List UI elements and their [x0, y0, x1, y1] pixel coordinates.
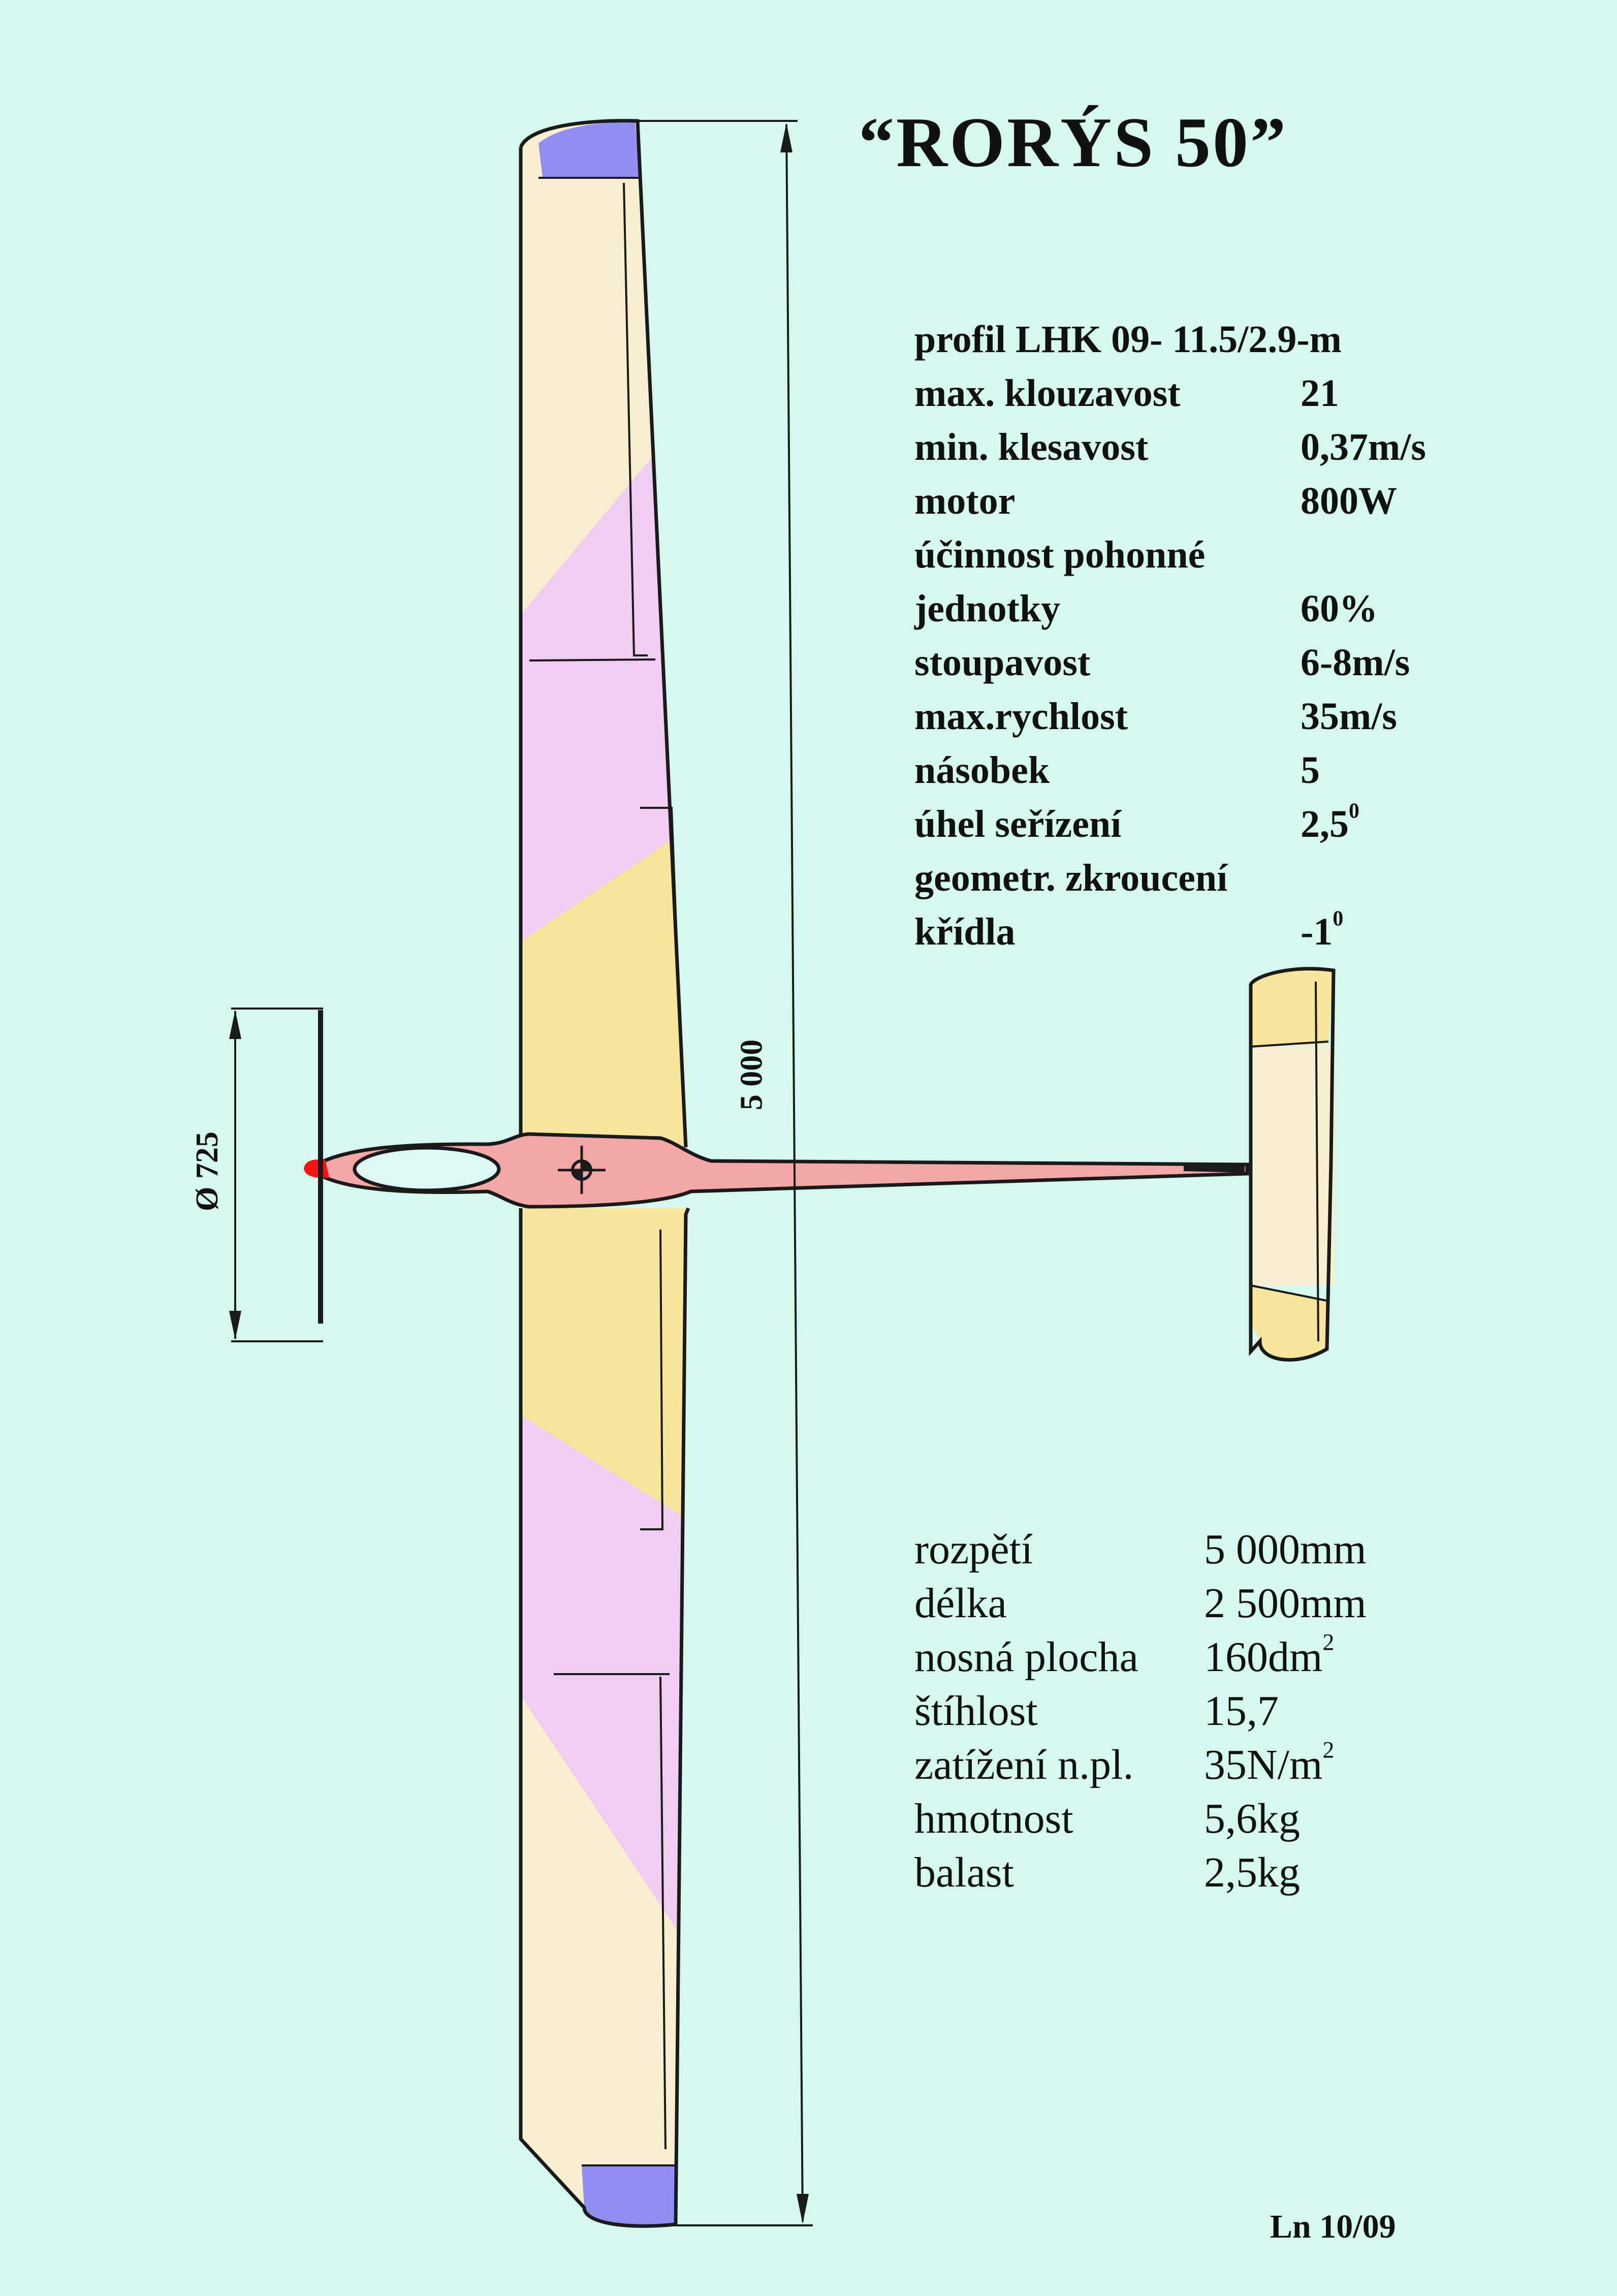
propeller-dimension	[229, 1008, 323, 1342]
dimension-value-text: 35N/m	[1204, 1741, 1323, 1788]
dimension-value: 160dm2	[1204, 1627, 1334, 1687]
spec-value-text: 800W	[1301, 480, 1397, 522]
dimension-row: balast 2,5kg	[914, 1842, 1488, 1896]
dimension-label: nosná plocha	[914, 1633, 1138, 1681]
spec-label: max.rychlost	[914, 695, 1128, 738]
spec-value-text: 0,37m/s	[1301, 426, 1426, 468]
spec-value-text: -1	[1301, 910, 1333, 953]
spec-value: 5	[1301, 743, 1320, 797]
wing-upper	[519, 119, 688, 1151]
spec-label: max. klouzavost	[914, 372, 1181, 415]
drawing-signature: Ln 10/09	[1270, 2208, 1396, 2245]
dimension-value: 2,5kg	[1204, 1842, 1300, 1903]
horizontal-stabilizer	[1249, 967, 1336, 1362]
spec-row: max.rychlost 35m/s	[914, 689, 1488, 743]
spec-row: úhel seřízení 2,50	[914, 797, 1488, 851]
spec-row: profil LHK 09- 11.5/2.9-m	[914, 312, 1488, 366]
dimension-label: štíhlost	[914, 1687, 1038, 1735]
drawing-title: “RORÝS 50”	[859, 103, 1288, 182]
dimension-row: hmotnost 5,6kg	[914, 1788, 1488, 1842]
performance-specs: profil LHK 09- 11.5/2.9-m max. klouzavost…	[914, 312, 1488, 959]
dimension-value: 5,6kg	[1204, 1788, 1300, 1849]
spec-label: profil LHK 09- 11.5/2.9-m	[914, 318, 1342, 361]
dimension-label: zatížení n.pl.	[914, 1741, 1134, 1788]
dimension-value-text: 160dm	[1204, 1633, 1323, 1681]
spec-value: 6-8m/s	[1301, 636, 1410, 689]
dimension-row: nosná plocha 160dm2	[914, 1627, 1488, 1681]
spec-value-text: 21	[1301, 372, 1339, 415]
spec-value: 35m/s	[1301, 689, 1397, 743]
dimension-row: štíhlost 15,7	[914, 1681, 1488, 1735]
spec-value-text: 2,5	[1301, 803, 1349, 845]
spec-row: násobek 5	[914, 743, 1488, 797]
spec-value-text: 35m/s	[1301, 695, 1397, 738]
nose-spinner	[304, 1159, 329, 1178]
spec-value: 2,50	[1301, 797, 1359, 851]
spec-label: stoupavost	[914, 641, 1091, 684]
dimension-value: 35N/m2	[1204, 1735, 1334, 1795]
propeller	[318, 1010, 323, 1324]
spec-label: úhel seřízení	[914, 803, 1122, 845]
dimension-value: 15,7	[1204, 1681, 1279, 1741]
spec-row: účinnost pohonné	[914, 528, 1488, 582]
dimension-value-text: 2,5kg	[1204, 1849, 1300, 1896]
dimension-value-text: 2 500mm	[1204, 1580, 1367, 1627]
dimension-value-text: 5 000mm	[1204, 1526, 1367, 1573]
dimension-specs: rozpětí 5 000mm délka 2 500mm nosná plocha 16…	[914, 1519, 1488, 1896]
spec-row: min. klesavost 0,37m/s	[914, 420, 1488, 474]
dimension-row: rozpětí 5 000mm	[914, 1519, 1488, 1573]
spec-label: geometr. zkroucení	[914, 857, 1228, 899]
dimension-row: délka 2 500mm	[914, 1573, 1488, 1627]
spec-label: jednotky	[914, 587, 1061, 630]
spec-value-text: 60%	[1301, 587, 1378, 630]
spec-row: křídla -10	[914, 905, 1488, 959]
spec-row: max. klouzavost 21	[914, 366, 1488, 420]
spec-value: 800W	[1301, 474, 1397, 528]
dimension-label: hmotnost	[914, 1795, 1073, 1842]
spec-label: křídla	[914, 910, 1016, 953]
spec-label: min. klesavost	[914, 426, 1149, 468]
spec-superscript: 0	[1349, 799, 1359, 823]
spec-value: 21	[1301, 366, 1339, 420]
spec-value: -10	[1301, 905, 1343, 959]
dimension-superscript: 2	[1322, 1737, 1335, 1763]
canopy	[353, 1146, 501, 1192]
spec-value-text: 5	[1301, 749, 1320, 792]
dimension-label: balast	[914, 1849, 1014, 1896]
dimension-label: délka	[914, 1580, 1007, 1627]
span-dimension	[638, 120, 813, 2226]
spec-row: geometr. zkroucení	[914, 851, 1488, 905]
dimension-value: 5 000mm	[1204, 1519, 1367, 1580]
spec-row: motor 800W	[914, 474, 1488, 528]
spec-label: násobek	[914, 749, 1050, 792]
cg-marker-icon	[558, 1146, 606, 1194]
propeller-diameter-label: Ø 725	[189, 1131, 225, 1211]
spec-label: motor	[914, 480, 1016, 522]
dimension-value-text: 15,7	[1204, 1687, 1279, 1735]
spec-value-text: 6-8m/s	[1301, 641, 1410, 684]
spec-superscript: 0	[1333, 907, 1344, 931]
spec-value: 60%	[1301, 582, 1378, 636]
dimension-value-text: 5,6kg	[1204, 1795, 1300, 1842]
fuselage	[304, 1132, 1249, 1209]
dimension-label: rozpětí	[914, 1526, 1033, 1573]
spec-label: účinnost pohonné	[914, 533, 1206, 576]
span-dimension-label: 5 000	[734, 1039, 769, 1111]
spec-row: stoupavost 6-8m/s	[914, 636, 1488, 689]
spec-value: 0,37m/s	[1301, 420, 1426, 474]
wing-lower	[519, 1207, 690, 2228]
dimension-value: 2 500mm	[1204, 1573, 1367, 1633]
spec-row: jednotky 60%	[914, 582, 1488, 636]
dimension-row: zatížení n.pl. 35N/m2	[914, 1735, 1488, 1788]
dimension-superscript: 2	[1322, 1629, 1335, 1655]
